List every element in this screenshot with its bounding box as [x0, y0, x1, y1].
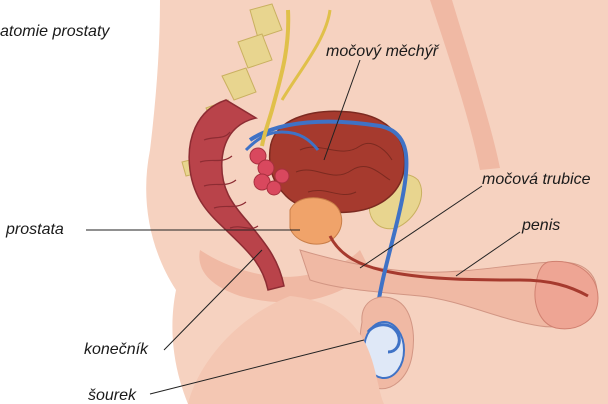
label-bladder: močový měchýř: [326, 44, 438, 60]
diagram-title: atomie prostaty: [0, 24, 109, 40]
label-scrotum: šourek: [88, 388, 136, 404]
label-urethra: močová trubice: [482, 172, 591, 188]
prostate: [290, 198, 342, 244]
label-rectum: konečník: [84, 342, 148, 358]
label-prostate: prostata: [6, 222, 64, 238]
label-penis: penis: [522, 218, 560, 234]
